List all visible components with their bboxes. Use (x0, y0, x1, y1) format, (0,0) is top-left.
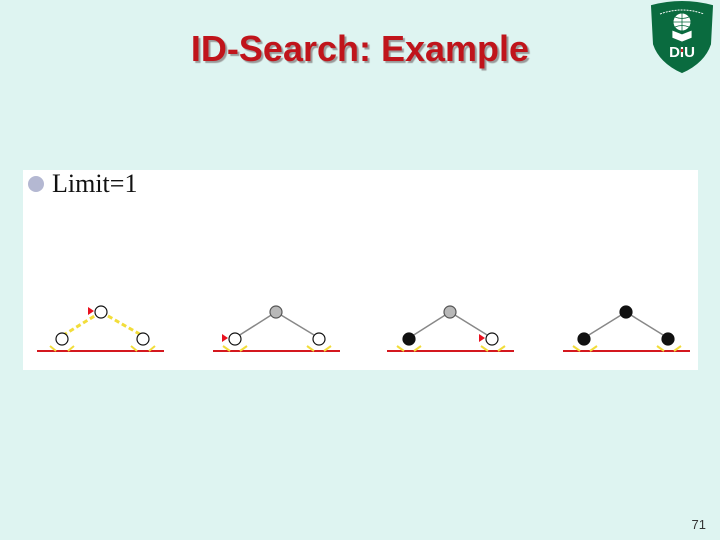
leaf-left-marks (49, 345, 75, 352)
leaf-right-marks (306, 345, 332, 352)
edge-right (275, 311, 320, 339)
leaf-left-marks (396, 345, 422, 352)
node-left (402, 332, 416, 346)
edge-left (234, 311, 277, 339)
node-left (577, 332, 591, 346)
node-left (228, 332, 242, 346)
leaf-right-marks (130, 345, 156, 352)
arrow-icon (479, 334, 485, 342)
logo-inner-arc (659, 9, 705, 15)
leaf-left-marks (222, 345, 248, 352)
arrow-icon (88, 307, 94, 315)
node-root (619, 305, 633, 319)
page-number: 71 (691, 517, 706, 532)
diu-logo: DIU (650, 1, 714, 74)
logo-accent (681, 49, 683, 52)
node-left (55, 332, 69, 346)
logo-text: DIU (669, 44, 695, 61)
frame-3 (387, 305, 514, 352)
node-root (269, 305, 283, 319)
limit-label: Limit=1 (52, 169, 138, 198)
leaf-left-marks (572, 345, 598, 352)
node-right (136, 332, 150, 346)
bullet-icon (28, 176, 44, 192)
id-search-diagram (37, 305, 690, 352)
slide-title: ID-Search: Example (190, 28, 530, 69)
edge-left (61, 310, 102, 338)
edge-right (100, 310, 144, 338)
edge-left (583, 311, 627, 339)
arrow-icon (222, 334, 228, 342)
leaf-right-marks (656, 345, 682, 352)
node-right (312, 332, 326, 346)
logo-book (671, 29, 693, 43)
leaf-right-marks (480, 345, 506, 352)
edge-right (449, 311, 493, 339)
frame-4 (563, 305, 690, 352)
frame-1 (37, 305, 164, 352)
frame-2 (213, 305, 340, 352)
node-right (661, 332, 675, 346)
node-root (443, 305, 457, 319)
node-right (485, 332, 499, 346)
edge-right (625, 311, 669, 339)
logo-globe-lines (673, 13, 691, 31)
node-root (94, 305, 108, 319)
edge-left (408, 311, 451, 339)
